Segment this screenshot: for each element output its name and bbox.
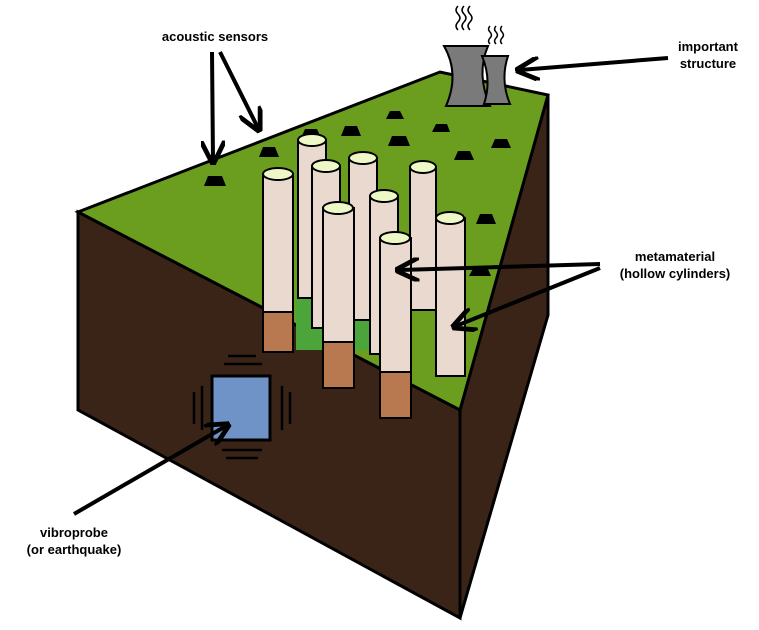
metamaterial-cylinders: [262, 133, 466, 419]
cylinder: [379, 231, 412, 419]
smoke-icon: [461, 5, 467, 31]
sensor-icon: [259, 147, 279, 157]
label-metamaterial: metamaterial (hollow cylinders): [600, 248, 750, 282]
label-acoustic-sensors: acoustic sensors: [140, 28, 290, 45]
arrow-icon: [212, 51, 213, 160]
label-metamaterial-line1: metamaterial: [634, 249, 716, 264]
sensor-icon: [476, 214, 496, 224]
callout-arrows: [72, 51, 669, 516]
important-structure: [442, 5, 512, 107]
sensor-icon: [386, 111, 404, 119]
label-vibroprobe-line2: (or earthquake): [26, 542, 122, 557]
cylinder: [322, 201, 355, 389]
sensor-icon: [341, 126, 361, 136]
label-vibroprobe-line1: vibroprobe: [40, 525, 108, 540]
sensor-icon: [204, 176, 226, 186]
vibration-icon: [192, 354, 292, 460]
sensor-icon: [491, 139, 511, 148]
cylinder: [409, 160, 437, 311]
arrow-icon: [400, 264, 601, 270]
smoke-icon: [493, 25, 499, 45]
label-vibroprobe: vibroprobe (or earthquake): [10, 524, 138, 558]
smoke-icon: [467, 5, 473, 31]
label-acoustic-sensors-text: acoustic sensors: [161, 29, 269, 44]
label-important-structure-line2: structure: [679, 56, 737, 71]
arrow-icon: [72, 426, 226, 516]
arrow-icon: [218, 51, 258, 128]
sensor-icon: [432, 124, 450, 132]
arrow-icon: [520, 56, 669, 70]
label-important-structure-line1: important: [678, 39, 738, 54]
sensor-icon: [454, 151, 474, 160]
cylinder: [435, 211, 466, 377]
smoke-icon: [487, 25, 493, 45]
label-important-structure: important structure: [660, 38, 756, 72]
sensor-icon: [388, 136, 410, 146]
cooling-tower-icon: [480, 55, 512, 105]
arrow-icon: [456, 266, 601, 326]
smoke-icon: [499, 25, 505, 45]
smoke-icon: [455, 5, 461, 31]
cylinder: [262, 167, 294, 353]
label-metamaterial-line2: (hollow cylinders): [619, 266, 731, 281]
